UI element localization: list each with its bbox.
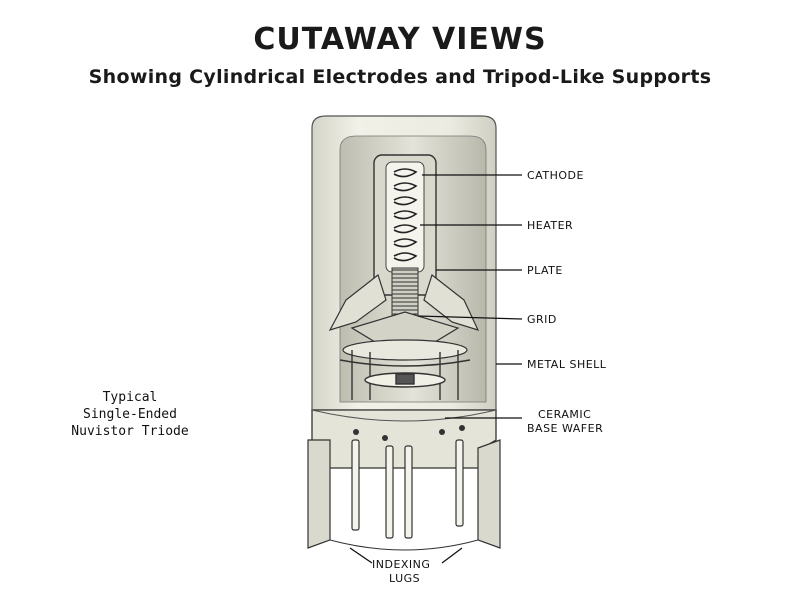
label-ceramic-1: CERAMIC: [538, 408, 591, 421]
caption-line-2: Single-Ended: [83, 407, 177, 422]
label-cathode: CATHODE: [527, 169, 584, 182]
tripod-supports: [328, 273, 480, 361]
leader-lines: [349, 174, 523, 564]
label-heater: HEATER: [527, 219, 573, 232]
caption-line-3: Nuvistor Triode: [71, 424, 189, 439]
label-plate: PLATE: [527, 264, 563, 277]
label-indexing-1: INDEXING: [372, 558, 430, 571]
indexing-lugs: [307, 439, 501, 551]
label-indexing-2: LUGS: [389, 572, 420, 585]
inner-supports: [339, 350, 471, 400]
label-metal-shell: METAL SHELL: [527, 358, 607, 371]
caption: Typical Single-Ended Nuvistor Triode: [50, 389, 210, 440]
ceramic-base-wafer: [311, 409, 497, 469]
page-subtitle: Showing Cylindrical Electrodes and Tripo…: [88, 66, 712, 88]
grid-cylinder: [391, 267, 419, 319]
base-pins: [351, 439, 464, 539]
caption-line-1: Typical: [102, 390, 158, 405]
label-ceramic-2: BASE WAFER: [527, 422, 603, 435]
heater-coil: [393, 168, 418, 262]
page-title: CUTAWAY VIEWS: [253, 22, 547, 57]
label-grid: GRID: [527, 313, 557, 326]
